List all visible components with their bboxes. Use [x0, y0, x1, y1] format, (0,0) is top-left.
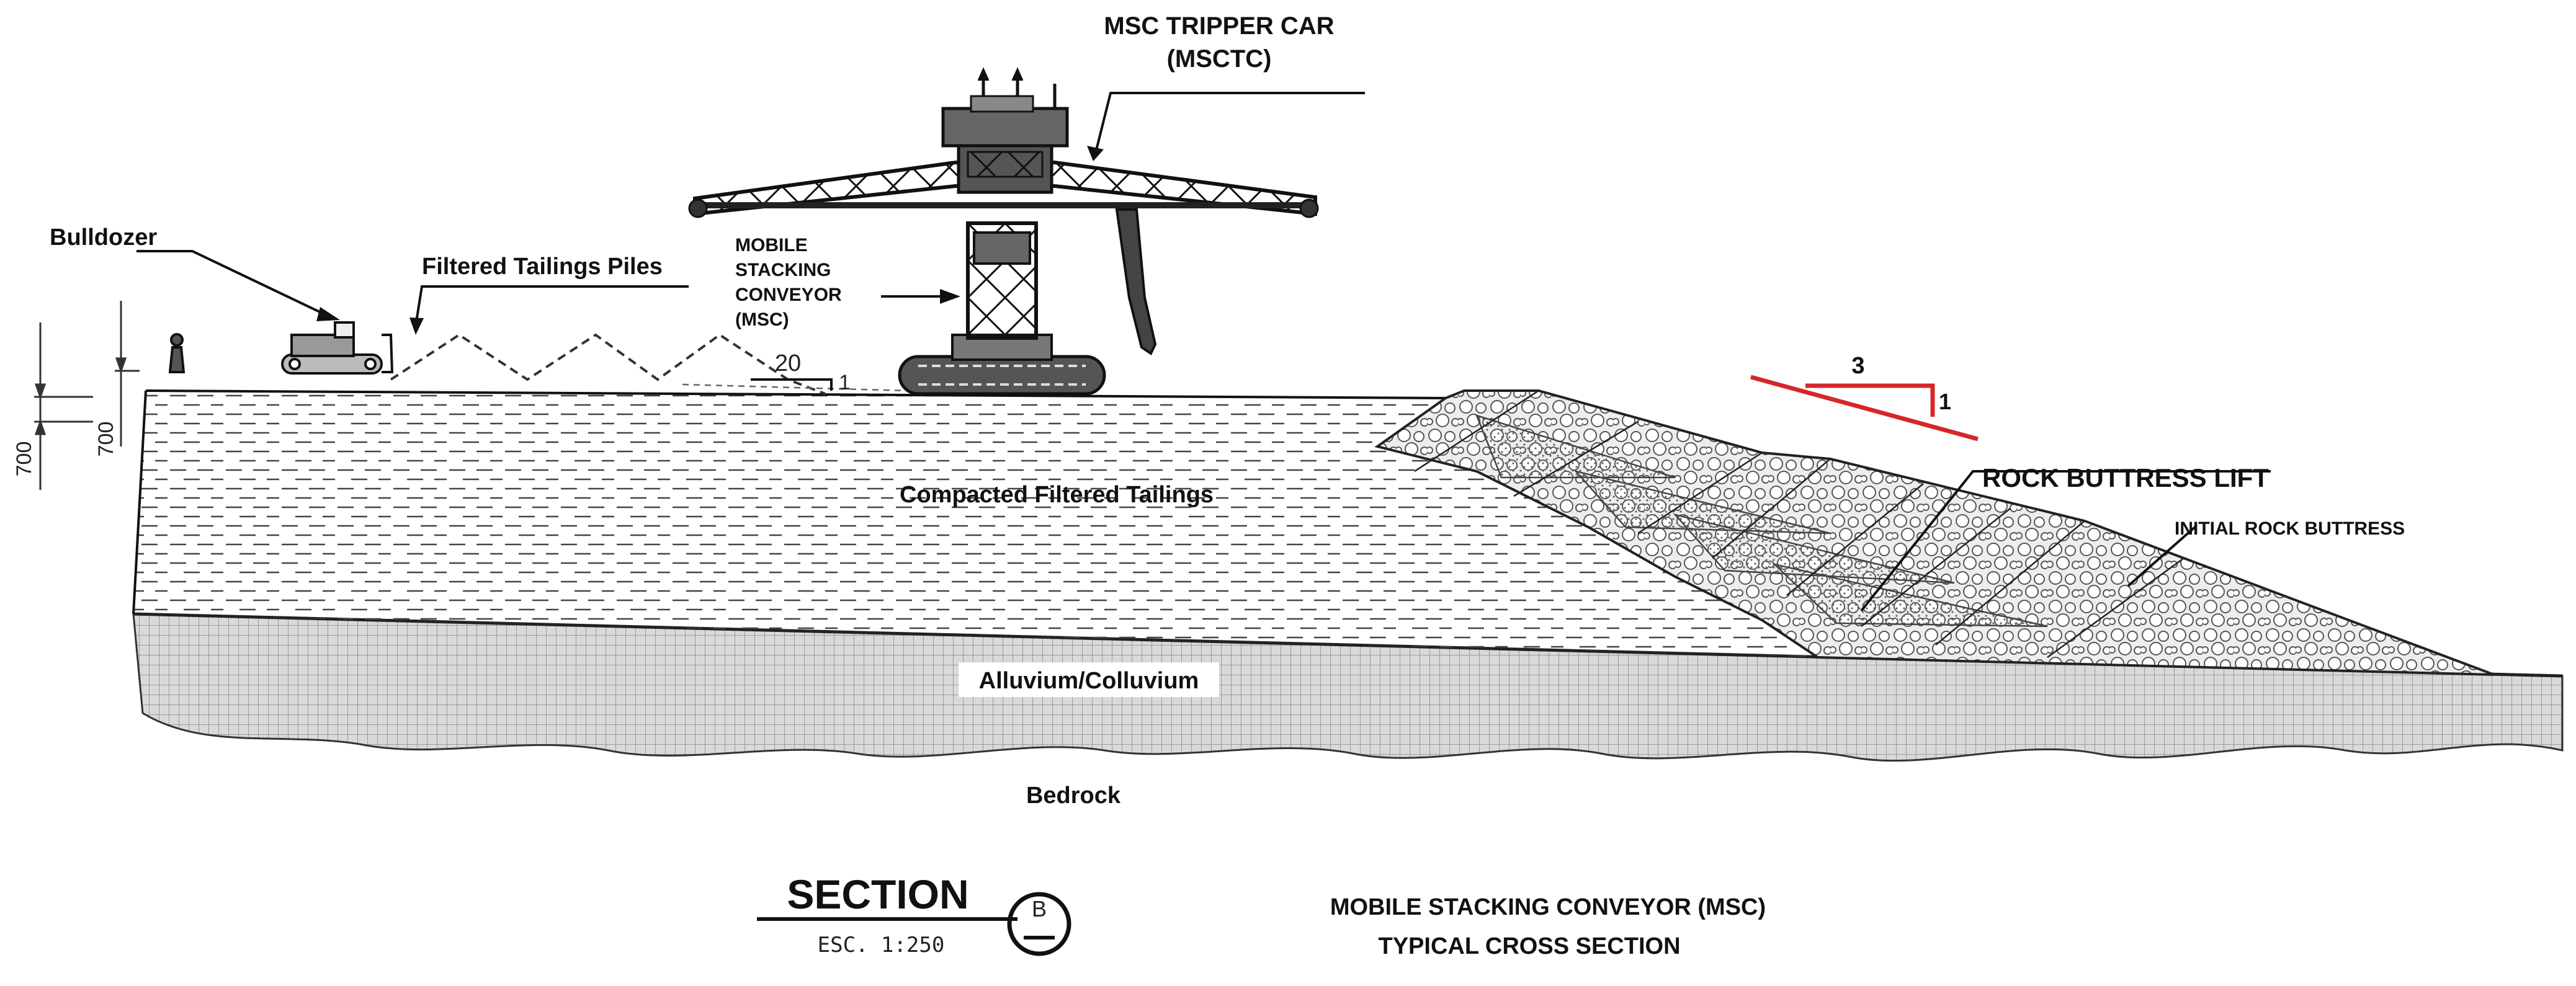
label-bedrock: Bedrock: [1026, 783, 1121, 809]
leader-tripper-car-arrow: [1087, 146, 1104, 161]
label-rock-buttress-lift: ROCK BUTTRESS LIFT: [1982, 463, 2269, 492]
label-alluvium: Alluvium/Colluvium: [979, 668, 1199, 694]
label-msc-line4: (MSC): [735, 309, 789, 330]
house-windows: [967, 151, 1044, 178]
leader-bulldozer: [136, 250, 329, 318]
label-filtered-piles: Filtered Tailings Piles: [422, 254, 663, 280]
label-tripper-car-line2: (MSCTC): [1167, 45, 1272, 73]
label-msc-line3: CONVEYOR: [735, 285, 842, 305]
leader-bulldozer-arrow: [316, 307, 340, 321]
leader-filtered-piles-arrow: [409, 318, 424, 335]
slope-3-1-indicator: [1750, 375, 1979, 442]
slope-20-1-rise: 1: [839, 371, 851, 394]
slope-3-1-rise: 1: [1939, 389, 1951, 414]
discharge-chute: [1115, 208, 1157, 355]
dimension-right: 700: [94, 422, 118, 457]
section-scale: ESC. 1:250: [818, 933, 945, 957]
leader-tripper-car: [1094, 92, 1365, 156]
top-cab: [941, 107, 1069, 148]
surface-dash: [682, 383, 906, 392]
crawler-track: [898, 355, 1106, 396]
boom-end-left: [688, 198, 708, 218]
compacted-tailings-layer: [133, 391, 1836, 657]
mast-arrows: [977, 67, 1024, 81]
bulldozer-icon: [281, 321, 394, 375]
rock-buttress: [1374, 389, 2495, 676]
msc-tripper-car: [688, 67, 1319, 396]
label-initial-rock-buttress: INITIAL ROCK BUTTRESS: [2175, 518, 2405, 539]
section-marker-circle: [1007, 892, 1071, 956]
alluvium-layer: [132, 613, 2564, 762]
label-alluvium-bg: [959, 662, 1219, 697]
dimension-left: 700: [12, 442, 36, 477]
leader-msc-arrow: [940, 289, 960, 304]
worker-figure: [168, 333, 186, 373]
caption-line1: MOBILE STACKING CONVEYOR (MSC): [1330, 894, 1766, 920]
tailings-surface-line: [145, 389, 1446, 399]
label-tripper-car-line1: MSC TRIPPER CAR: [1104, 12, 1334, 40]
buttress-lift-lines: [1414, 389, 2185, 659]
dimension-marks: [34, 301, 140, 490]
tower-cabin: [973, 231, 1031, 265]
leader-rock-buttress-lift: [1860, 470, 2271, 612]
top-cab-detail: [970, 95, 1034, 113]
boom-chord: [695, 202, 1315, 208]
buttress-lift-lens-4: [1771, 562, 2048, 628]
caption-line2: TYPICAL CROSS SECTION: [1378, 933, 1680, 959]
section-title: SECTION: [787, 871, 968, 917]
leader-filtered-piles: [414, 285, 689, 326]
boom-end-right: [1299, 198, 1319, 218]
tailings-left-edge: [132, 390, 147, 615]
section-marker-letter: B: [1032, 896, 1047, 922]
slope-20-1-indicator: [751, 378, 833, 391]
crawler-track-links: [918, 365, 1086, 386]
label-bulldozer: Bulldozer: [50, 224, 157, 251]
label-msc-line1: MOBILE: [735, 235, 808, 255]
filtered-tailings-piles: [390, 333, 826, 395]
slope-20-1-run: 20: [775, 350, 801, 376]
slope-3-1-run: 3: [1851, 353, 1864, 379]
label-compacted: Compacted Filtered Tailings: [900, 482, 1214, 508]
leader-initial-rock-buttress: [2127, 525, 2198, 587]
buttress-lift-lens-3: [1673, 513, 1955, 584]
label-msc-line2: STACKING: [735, 260, 831, 280]
